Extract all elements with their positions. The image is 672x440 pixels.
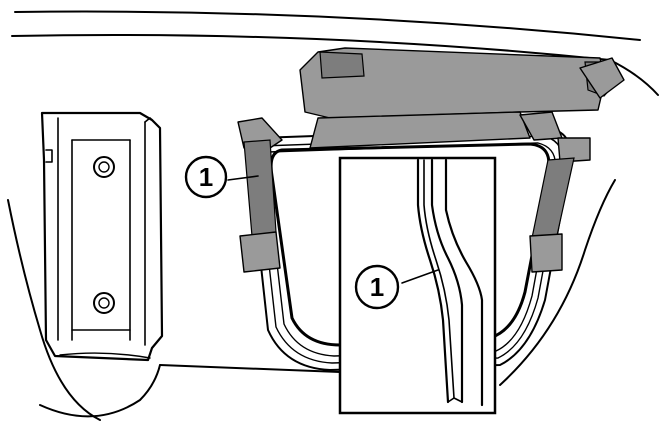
mounting-bracket [40, 111, 164, 362]
body-panel-outline [7, 10, 659, 421]
callout-1-left: 1 [184, 155, 228, 199]
callout-1-detail: 1 [354, 264, 400, 310]
callout-label: 1 [370, 272, 384, 302]
bolt-lower-icon [93, 292, 115, 314]
masking-tape-pieces [237, 47, 625, 273]
callout-label: 1 [199, 162, 213, 192]
bolt-upper-icon [93, 156, 115, 178]
